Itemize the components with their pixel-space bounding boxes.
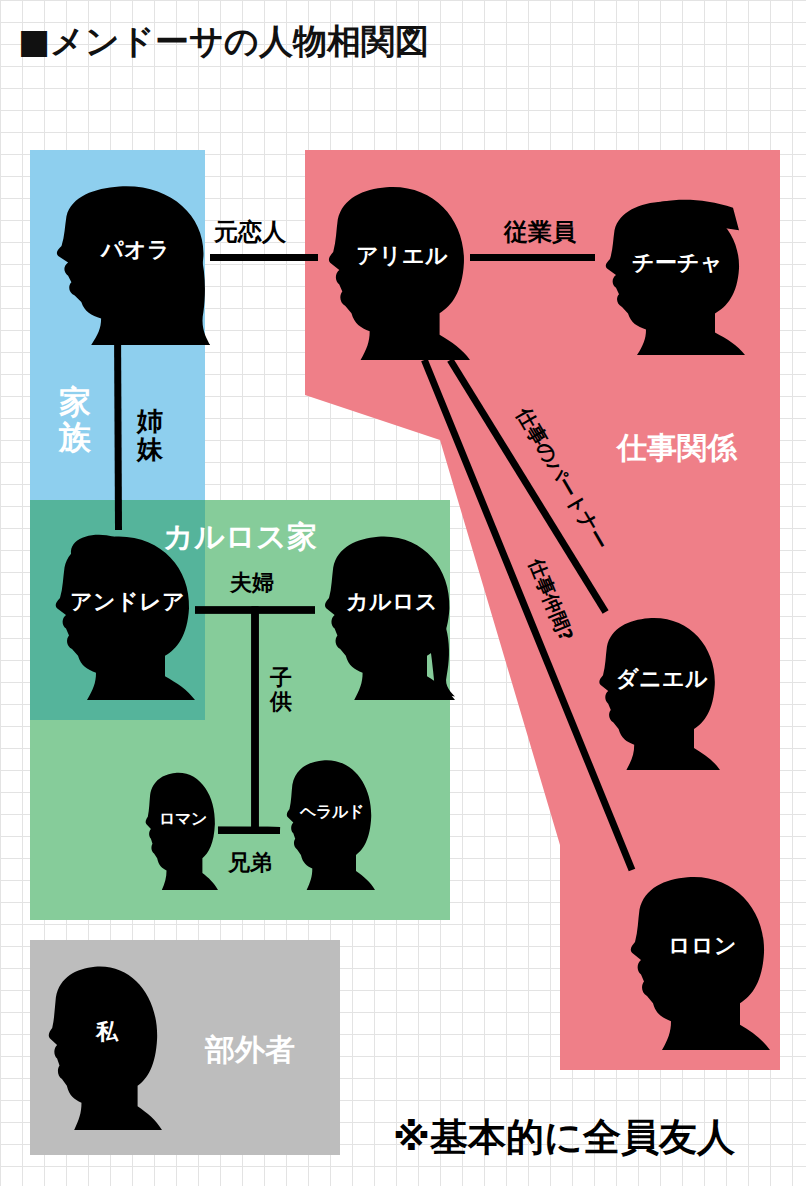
silhouette-shape: [45, 530, 195, 700]
text-holder: 仕事関係: [617, 431, 737, 466]
person-silhouette: ロロン: [620, 870, 770, 1050]
head-shape: [606, 201, 745, 355]
text-holder: ■メンドーサの人物相関図: [18, 22, 429, 61]
person-name: ロロン: [668, 933, 737, 958]
person-name: ヘラルド: [300, 803, 364, 821]
relation-line: [218, 610, 315, 830]
text-holder: ※基本的に全員友人: [393, 1116, 735, 1160]
head-shape: [287, 760, 375, 890]
relation-label: 姉妹: [137, 407, 163, 464]
region-polygon: [305, 150, 780, 1070]
silhouette-shape: [595, 195, 745, 355]
outsider-region: 部外者 私: [30, 940, 340, 1155]
title: ■メンドーサの人物相関図: [18, 22, 429, 61]
person-silhouette: カルロス: [315, 530, 455, 700]
text-holder: アリエル: [356, 243, 448, 268]
relation-label: 子供: [270, 666, 292, 714]
person-name: チーチャ: [632, 250, 723, 275]
relation-line: [255, 610, 315, 831]
region-label: 家族: [59, 385, 91, 455]
text-holder: カルロス家: [163, 520, 317, 555]
text-holder: 私: [96, 1019, 118, 1044]
text-holder: ロロン: [668, 933, 737, 958]
relation-line: [195, 606, 315, 613]
silhouette-shape: [590, 612, 720, 770]
silhouette-shape: [45, 180, 210, 345]
text-holder: チーチャ: [632, 250, 723, 275]
silhouette-shape: [620, 870, 770, 1050]
text-holder: 元恋人: [214, 219, 286, 247]
relation-line: [470, 254, 595, 261]
text-holder: アンドレア: [70, 589, 185, 614]
head-shape: [146, 773, 218, 890]
head-shape: [56, 537, 195, 700]
person-silhouette: パオラ: [45, 180, 210, 345]
text-holder: パオラ: [101, 237, 170, 262]
silhouette-shape: [40, 960, 162, 1130]
region-label: 仕事関係: [617, 431, 737, 466]
person-silhouette: 私: [40, 960, 162, 1130]
relation-line: [114, 345, 122, 530]
relation-label: 兄弟: [228, 850, 272, 875]
text-holder: カルロス: [346, 589, 438, 614]
person-silhouette: アリエル: [318, 180, 470, 360]
head-shape: [599, 618, 720, 770]
head-shape: [325, 537, 455, 700]
person-name: アンドレア: [70, 589, 185, 614]
text-holder: 兄弟: [228, 850, 272, 875]
head-shape: [57, 186, 210, 345]
note: ※基本的に全員友人: [393, 1116, 735, 1160]
silhouette-shape: [280, 755, 375, 890]
relation-line: [210, 254, 318, 261]
text-holder: ロマン: [159, 810, 207, 828]
silhouette-shape: [140, 768, 218, 890]
person-name: カルロス: [346, 589, 438, 614]
person-name: アリエル: [356, 243, 448, 268]
person-name: 私: [96, 1019, 118, 1044]
head-shape: [329, 187, 470, 360]
text-holder: 夫婦: [230, 570, 274, 595]
text-holder: ヘラルド: [300, 803, 364, 821]
person-silhouette: アンドレア: [45, 530, 195, 700]
person-name: ダニエル: [616, 666, 708, 691]
text-holder: 従業員: [504, 219, 576, 247]
head-shape: [49, 967, 162, 1130]
relation-line: [450, 360, 605, 612]
relation-label: 夫婦: [230, 570, 274, 595]
person-silhouette: ロマン: [140, 768, 218, 890]
text-holder: 部外者: [205, 1033, 295, 1068]
person-silhouette: チーチャ: [595, 195, 745, 355]
person-silhouette: ヘラルド: [280, 755, 375, 890]
relation-line: [218, 827, 280, 834]
text-holder: ダニエル: [616, 666, 708, 691]
region-label: カルロス家: [163, 520, 317, 555]
region-label: 部外者: [205, 1033, 295, 1068]
person-name: パオラ: [101, 237, 170, 262]
person-name: ロマン: [159, 810, 207, 828]
relation-line: [424, 360, 632, 870]
relation-label: 従業員: [504, 219, 576, 247]
text-holder: 子供: [270, 666, 292, 714]
person-silhouette: ダニエル: [590, 612, 720, 770]
relation-label: 元恋人: [214, 219, 286, 247]
relation-line: [195, 610, 255, 830]
relation-line: [195, 610, 280, 831]
silhouette-shape: [318, 180, 470, 360]
text-holder: 家族: [59, 385, 91, 455]
head-shape: [631, 877, 770, 1050]
silhouette-shape: [315, 530, 455, 700]
text-holder: 姉妹: [137, 407, 163, 464]
